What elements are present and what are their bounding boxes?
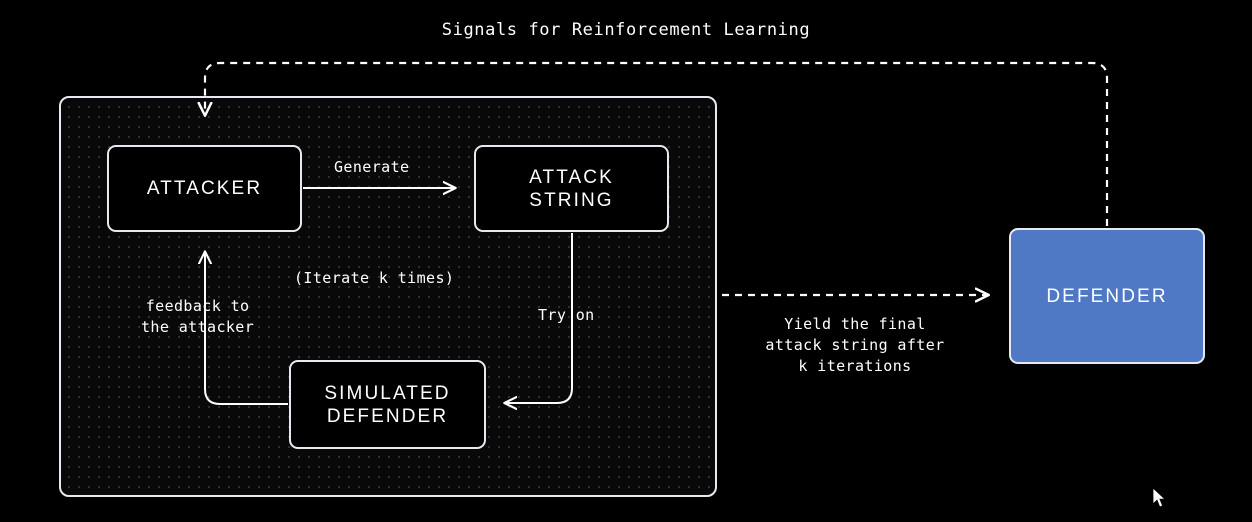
node-defender[interactable]: DEFENDER	[1009, 228, 1205, 364]
node-attack-string[interactable]: ATTACK STRING	[474, 145, 669, 232]
edge-label-feedback-to-attacker: feedback to the attacker	[141, 297, 255, 336]
edge-label-try-on: Try on	[538, 306, 595, 324]
edge-label-iterate-k-times: (Iterate k times)	[294, 269, 455, 287]
mouse-pointer-icon	[1152, 487, 1166, 508]
node-simulated-defender[interactable]: SIMULATED DEFENDER	[289, 360, 486, 449]
edge-label-yield-final-attack-string: Yield the final attack string after k it…	[765, 315, 945, 375]
node-attacker[interactable]: ATTACKER	[107, 145, 302, 232]
page-title: Signals for Reinforcement Learning	[441, 20, 811, 40]
edge-label-generate: Generate	[334, 158, 410, 176]
